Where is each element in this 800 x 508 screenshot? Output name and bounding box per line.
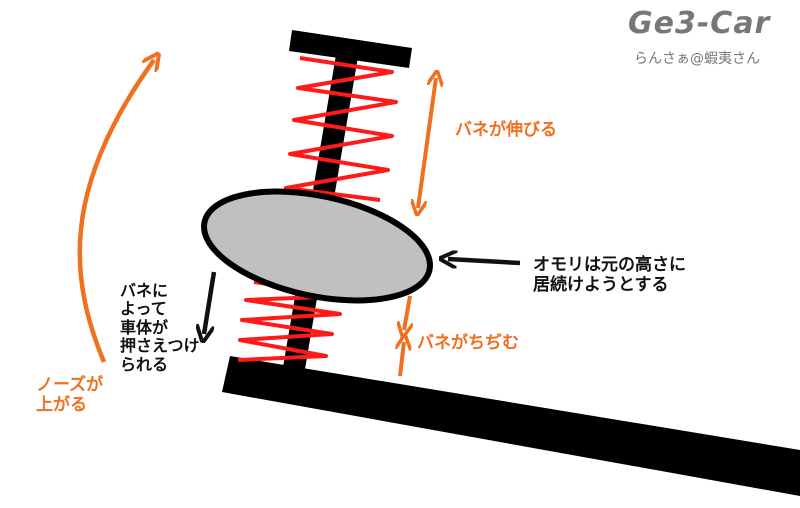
compress-down-arrow: [404, 295, 410, 330]
nose-rise-arrow: [77, 60, 154, 363]
press-down-arrow: [204, 271, 217, 334]
logo-title: Ge3-Car: [628, 6, 771, 41]
weight-mass: [201, 188, 433, 304]
label-nose-rises: ノーズが 上がる: [36, 375, 104, 415]
label-weight-keeps-height: オモリは元の高さに 居続けようとする: [533, 255, 686, 295]
weight-pointer-arrow: [448, 259, 521, 263]
car-body-beam: [222, 356, 800, 496]
label-body-pressed: バネに よって 車体が 押さえつけ られる: [120, 281, 200, 374]
compress-up-arrow: [400, 342, 404, 377]
upper-spring: [284, 56, 398, 202]
top-spring-seat: [289, 30, 412, 68]
label-spring-extends: バネが伸びる: [455, 120, 557, 140]
label-spring-compresses: バネがちぢむ: [417, 333, 519, 353]
logo-subtitle: らんさぁ@蝦夷さん: [634, 51, 760, 67]
extend-double-arrow: [418, 78, 436, 208]
